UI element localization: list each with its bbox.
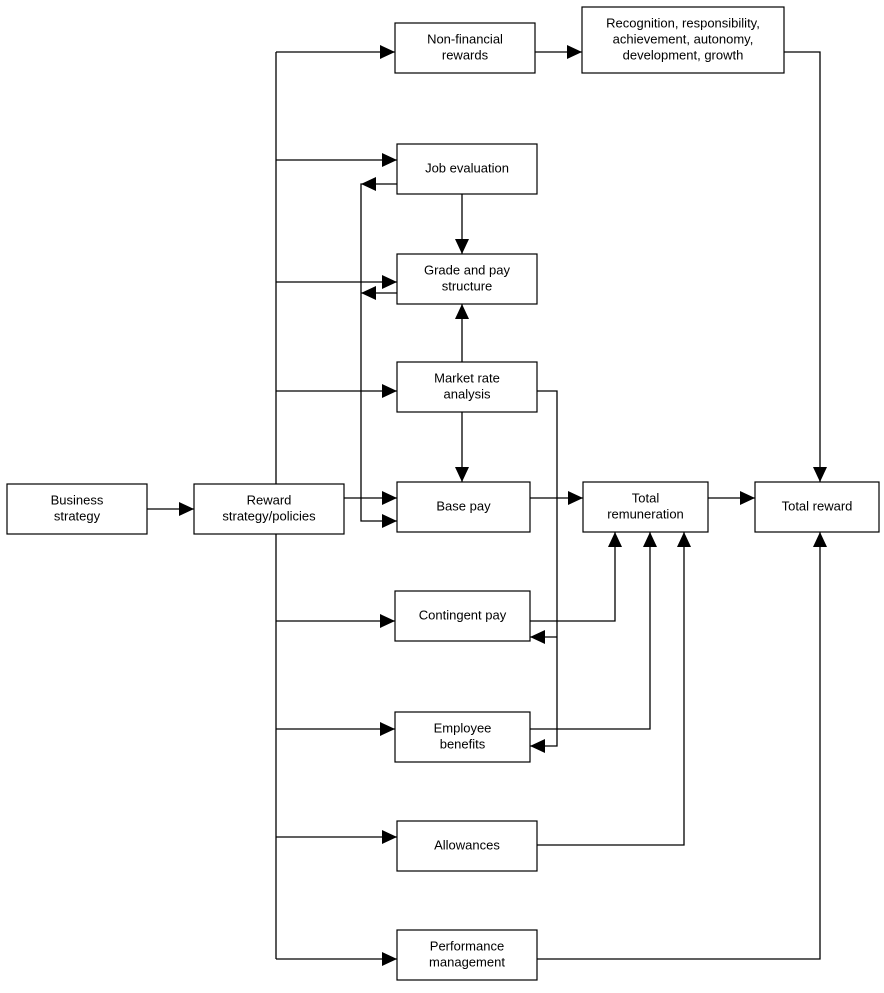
node-box: [394, 711, 531, 763]
node-label-line: management: [429, 954, 505, 969]
node-box: [396, 481, 531, 533]
node-base-pay: Base pay: [396, 481, 531, 533]
node-label-line: Recognition, responsibility,: [606, 15, 760, 30]
node-label-line: benefits: [440, 736, 486, 751]
arrowhead-icon: [455, 304, 469, 319]
arrowhead-icon: [608, 532, 622, 547]
node-label-line: Performance: [430, 938, 504, 953]
arrowhead-icon: [361, 177, 376, 191]
node-label-line: strategy: [54, 508, 101, 523]
connector-benefits-to-remuneration: [530, 532, 651, 730]
node-box: [754, 481, 880, 533]
node-label-line: Market rate: [434, 370, 500, 385]
arrowhead-icon: [382, 830, 397, 844]
arrowhead-icon: [568, 491, 583, 505]
node-label-line: Allowances: [434, 837, 500, 852]
node-box: [394, 590, 531, 642]
arrowhead-icon: [382, 384, 397, 398]
arrowhead-icon: [530, 739, 545, 753]
arrowhead-icon: [380, 722, 395, 736]
arrowhead-icon: [179, 502, 194, 516]
arrowhead-icon: [382, 153, 397, 167]
connector-contingent-to-remuneration: [530, 532, 616, 622]
connector-market-right-loop: [530, 390, 558, 747]
node-box: [582, 481, 709, 533]
node-box: [396, 253, 538, 305]
node-allowances: Allowances: [396, 820, 538, 872]
node-box: [193, 483, 345, 535]
node-label-line: Business: [51, 492, 104, 507]
node-job-evaluation: Job evaluation: [396, 143, 538, 195]
arrowhead-icon: [677, 532, 691, 547]
node-total-reward: Total reward: [754, 481, 880, 533]
node-label-line: Total reward: [782, 498, 853, 513]
node-label-line: Non-financial: [427, 31, 503, 46]
node-box: [396, 361, 538, 413]
node-label-line: Grade and pay: [424, 262, 511, 277]
node-label-line: structure: [442, 278, 493, 293]
connector-performance-to-total-reward: [537, 532, 821, 960]
connector-layer: [147, 45, 827, 966]
node-box: [396, 143, 538, 195]
node-label-line: Contingent pay: [419, 607, 507, 622]
arrowhead-icon: [455, 467, 469, 482]
node-contingent-pay: Contingent pay: [394, 590, 531, 642]
arrowhead-icon: [643, 532, 657, 547]
node-label-line: remuneration: [607, 506, 684, 521]
node-recognition: Recognition, responsibility,achievement,…: [581, 6, 785, 74]
node-label-line: Job evaluation: [425, 160, 509, 175]
arrowhead-icon: [567, 45, 582, 59]
arrowhead-icon: [361, 286, 376, 300]
node-label-line: strategy/policies: [222, 508, 316, 523]
node-box: [394, 22, 536, 74]
arrowhead-icon: [813, 467, 827, 482]
node-label-line: Base pay: [436, 498, 491, 513]
arrowhead-icon: [530, 630, 545, 644]
arrowhead-icon: [382, 952, 397, 966]
connector-recognition-to-total-reward: [784, 51, 821, 482]
arrowhead-icon: [740, 491, 755, 505]
node-box: [6, 483, 148, 535]
node-box: [581, 6, 785, 74]
arrowhead-icon: [455, 239, 469, 254]
node-label-line: Total: [632, 490, 660, 505]
connector-allowances-to-remuneration: [537, 532, 685, 846]
node-label-line: rewards: [442, 47, 489, 62]
arrowhead-icon: [382, 491, 397, 505]
node-label-line: Reward: [247, 492, 292, 507]
node-box: [396, 929, 538, 981]
node-box: [396, 820, 538, 872]
arrowhead-icon: [380, 614, 395, 628]
node-label-line: achievement, autonomy,: [613, 31, 754, 46]
arrowhead-icon: [382, 275, 397, 289]
arrowhead-icon: [382, 514, 397, 528]
node-label-line: development, growth: [623, 47, 744, 62]
connector-job-eval-loop: [360, 183, 397, 522]
node-label-line: Employee: [434, 720, 492, 735]
node-label-line: analysis: [444, 386, 491, 401]
arrowhead-icon: [380, 45, 395, 59]
arrowhead-icon: [813, 532, 827, 547]
